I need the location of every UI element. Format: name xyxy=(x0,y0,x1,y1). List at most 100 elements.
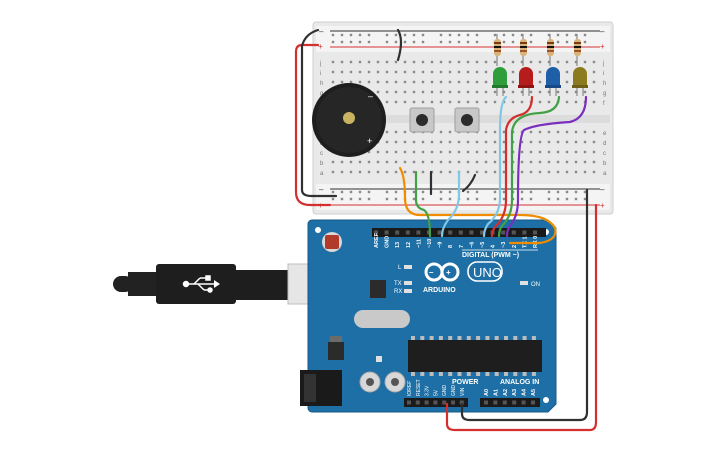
row-label-h: h xyxy=(320,81,323,87)
digital-pin-label: 4 xyxy=(491,244,497,248)
analog-pin-label: A3 xyxy=(512,389,518,396)
row-label-g: g xyxy=(320,91,323,97)
usb-icon xyxy=(182,275,220,293)
digital-pin-label: 8 xyxy=(448,245,454,248)
power-pin-label: VIN xyxy=(460,387,466,396)
resistor-2 xyxy=(520,34,527,66)
power-pin-label: 5V xyxy=(433,389,439,396)
analog-pin-label: A2 xyxy=(503,389,509,396)
arduino-infinity-logo-icon xyxy=(424,262,460,282)
logo-minus: – xyxy=(429,268,434,277)
pushbutton-1[interactable] xyxy=(409,107,435,133)
resistor-4 xyxy=(574,34,581,66)
led-rx-label: RX xyxy=(394,289,402,295)
row-label-right-e: e xyxy=(603,131,607,137)
digital-pin-label: ~6 xyxy=(469,242,475,248)
power-label: POWER xyxy=(452,379,478,386)
brand-label: ARDUINO xyxy=(423,287,456,294)
led-yellow[interactable] xyxy=(572,67,588,96)
led-tx-label: TX xyxy=(394,281,402,287)
on-label: ON xyxy=(531,282,540,288)
row-label-right-g: g xyxy=(603,91,606,97)
wire-red-led xyxy=(490,95,534,238)
row-label-right-j: j xyxy=(602,61,604,67)
wire-red-left-rail xyxy=(294,43,332,207)
power-pin-label: 3.3V xyxy=(425,385,431,396)
analog-pin-label: A5 xyxy=(531,389,537,396)
usb-cable xyxy=(113,263,319,305)
led-red[interactable] xyxy=(518,67,534,96)
rail-plus-label-bottom-right: + xyxy=(600,201,605,210)
model-label: UNO xyxy=(473,265,502,280)
bottom-header-holes xyxy=(407,400,535,405)
row-label-i: i xyxy=(320,71,321,77)
power-pin-label: GND xyxy=(451,385,457,397)
led-green[interactable] xyxy=(492,67,508,96)
rail-minus-label-bottom-right: – xyxy=(600,185,605,194)
wire-red-5v xyxy=(445,203,598,432)
row-label-right-d: d xyxy=(603,141,606,147)
wire-blue-button2 xyxy=(440,170,461,238)
buzzer-plus-label: + xyxy=(367,136,372,146)
logo-plus: + xyxy=(446,268,451,277)
row-label-right-i: i xyxy=(603,71,604,77)
wires xyxy=(294,28,598,432)
piezo-buzzer[interactable]: – + xyxy=(312,83,386,157)
digital-pin-label: AREF xyxy=(374,232,380,248)
rail-minus-label: – xyxy=(319,27,324,36)
digital-pin-label: ~5 xyxy=(480,242,486,248)
rail-plus-label: + xyxy=(318,42,323,51)
analog-pin-label: A4 xyxy=(522,388,528,396)
analog-label: ANALOG IN xyxy=(500,379,539,386)
row-label-right-h: h xyxy=(603,81,606,87)
row-label-right-c: c xyxy=(603,151,606,157)
breadboard-holes xyxy=(331,33,596,201)
wire-black-jumper-top xyxy=(396,28,403,62)
wire-green-buzzer xyxy=(414,170,432,238)
wire-black-left-rail xyxy=(300,28,338,198)
digital-pin-label: ~11 xyxy=(416,239,422,248)
wire-black-gnd xyxy=(460,188,589,422)
buzzer-minus-label: – xyxy=(368,91,373,101)
chip-pins xyxy=(411,336,536,376)
row-label-b: b xyxy=(320,161,324,167)
digital-pin-label: 7 xyxy=(459,245,465,248)
wire-blue-led xyxy=(482,95,508,238)
row-label-a: a xyxy=(320,171,324,177)
row-label-right-b: b xyxy=(603,161,607,167)
analog-pin-label: A0 xyxy=(484,389,490,396)
wire-orange xyxy=(398,166,557,245)
row-label-right-a: a xyxy=(603,171,607,177)
rail-minus-label-bottom: – xyxy=(319,185,324,194)
digital-pin-label: 12 xyxy=(406,242,412,248)
led-blue[interactable] xyxy=(545,67,561,96)
wire-black-jumper-2 xyxy=(461,173,477,193)
resistors xyxy=(494,34,581,66)
wire-purple-led xyxy=(505,95,588,238)
digital-pin-label: GND xyxy=(385,236,391,248)
resistor-3 xyxy=(547,34,554,66)
digital-pin-label: ~9 xyxy=(438,242,444,248)
power-pin-label: IOREF xyxy=(407,381,413,396)
digital-label: DIGITAL (PWM ~) xyxy=(462,252,519,259)
row-label-right-f: f xyxy=(603,101,605,107)
pushbutton-2[interactable] xyxy=(454,107,480,133)
digital-pin-label: ~10 xyxy=(427,239,433,248)
power-pin-label: RESET xyxy=(416,379,422,396)
analog-pin-label: A1 xyxy=(493,389,499,396)
digital-pin-label: ~3 xyxy=(501,242,507,248)
row-label-j: j xyxy=(319,61,321,67)
wire-green-led xyxy=(497,95,561,238)
resistor-1 xyxy=(494,34,501,66)
led-l-label: L xyxy=(398,265,402,271)
power-pin-label: GND xyxy=(442,385,448,397)
rail-minus-label-right: – xyxy=(600,27,605,36)
digital-pin-label: 13 xyxy=(395,242,401,248)
row-label-c: c xyxy=(320,151,323,157)
digital-pin-label: RX 0 xyxy=(533,236,539,248)
digital-pin-label: 2 xyxy=(512,245,518,248)
